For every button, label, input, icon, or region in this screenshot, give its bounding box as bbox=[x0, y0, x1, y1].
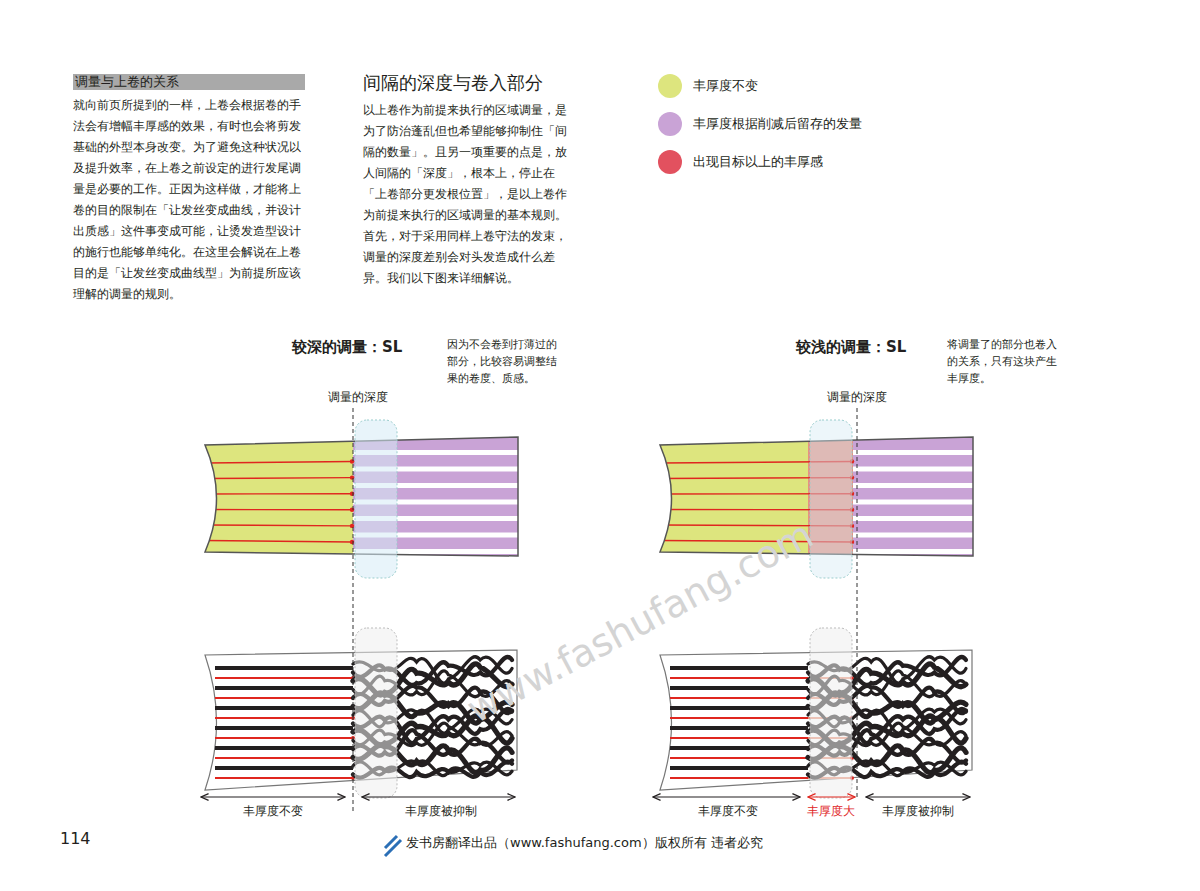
heading-text: 调量与上卷的关系 bbox=[73, 74, 305, 90]
legend-swatch bbox=[658, 112, 682, 136]
legend-text: 丰厚度根据削减后留存的发量 bbox=[693, 115, 862, 133]
body-paragraph: 就向前页所提到的一样，上卷会根据卷的手法会有增幅丰厚感的效果，有时也会将剪发基础… bbox=[73, 95, 305, 305]
legend-text: 出现目标以上的丰厚感 bbox=[693, 153, 823, 171]
diagram-title: 较浅的调量：SL bbox=[796, 337, 946, 357]
range-label-highlight: 丰厚度大 bbox=[800, 803, 862, 819]
range-label: 丰厚度不变 bbox=[233, 803, 313, 819]
legend-swatch bbox=[658, 150, 682, 174]
legend-swatch bbox=[658, 74, 682, 98]
legend-text: 丰厚度不变 bbox=[693, 77, 758, 95]
section-heading: 间隔的深度与卷入部分 bbox=[363, 70, 603, 96]
diagram-note: 因为不会卷到打薄过的部分，比较容易调整结果的卷度、质感。 bbox=[447, 336, 565, 387]
depth-label: 调量的深度 bbox=[318, 389, 398, 405]
range-label: 丰厚度不变 bbox=[688, 803, 768, 819]
footer-copyright: 发书房翻译出品（www.fashufang.com）版权所有 违者必究 bbox=[406, 834, 826, 852]
body-paragraph: 以上卷作为前提来执行的区域调量，是为了防治蓬乱但也希望能够抑制住「间隔的数量」。… bbox=[363, 100, 577, 289]
depth-label: 调量的深度 bbox=[817, 389, 897, 405]
diagram-note: 将调量了的部分也卷入的关系，只有这块产生丰厚度。 bbox=[947, 336, 1065, 387]
page-number: 114 bbox=[60, 829, 100, 849]
diagram-title: 较深的调量：SL bbox=[292, 337, 442, 357]
heading-band: 调量与上卷的关系 bbox=[73, 74, 305, 90]
range-label: 丰厚度被抑制 bbox=[872, 803, 964, 819]
range-label: 丰厚度被抑制 bbox=[396, 803, 486, 819]
